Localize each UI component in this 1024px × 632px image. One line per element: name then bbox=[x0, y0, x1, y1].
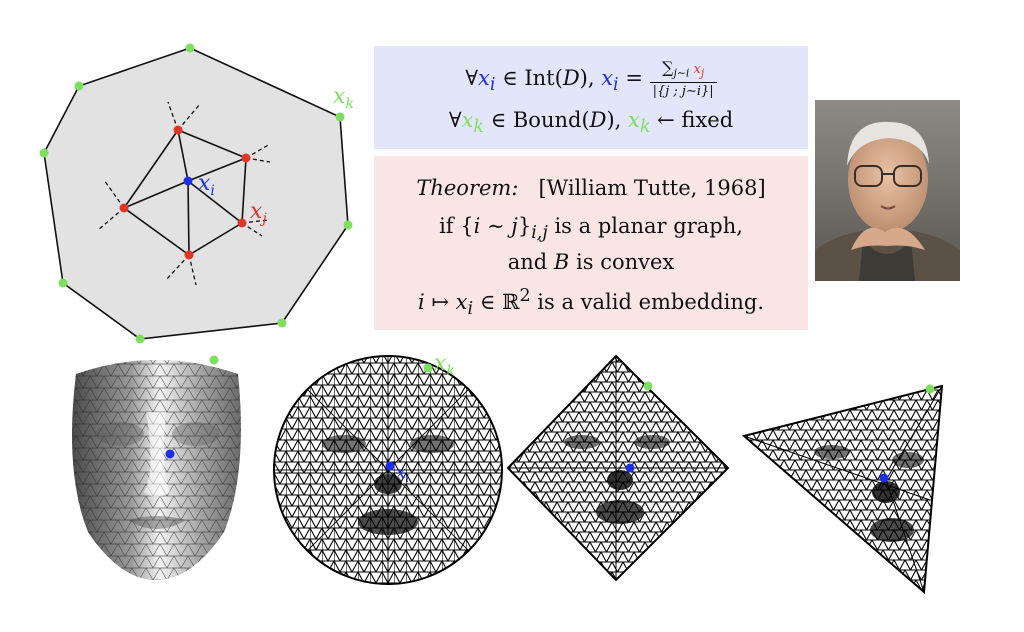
forall-symbol: ∀ bbox=[448, 108, 462, 132]
eq-text: ∈ Bound( bbox=[483, 108, 590, 132]
triangle-boundary-vertex bbox=[925, 384, 935, 394]
3d-face-mesh bbox=[72, 355, 241, 580]
fraction-denominator: |{j ; j∼i}| bbox=[652, 83, 714, 99]
eq-text: ), bbox=[579, 65, 602, 90]
label-xj: xj bbox=[250, 199, 267, 227]
thm-text: and bbox=[507, 250, 554, 274]
num-xsub: j bbox=[700, 66, 705, 80]
equation-box: ∀xi ∈ Int(D), xi = ∑j∼i xj|{j ; j∼i}| ∀x… bbox=[374, 46, 808, 149]
triangle-center-vertex bbox=[879, 473, 889, 483]
graph-diagram: xi xj xk bbox=[39, 43, 354, 344]
label-xk: xk bbox=[333, 84, 354, 112]
label-xi: xi bbox=[198, 171, 215, 199]
eq-sub: i bbox=[613, 74, 619, 95]
eq-arrow-fixed: ← fixed bbox=[650, 108, 734, 132]
disk-label-xi: xi bbox=[396, 463, 409, 485]
graph-edges bbox=[123, 129, 247, 256]
theorem-citation: [William Tutte, 1968] bbox=[538, 176, 766, 200]
thm-text: ∼ bbox=[480, 214, 512, 238]
fraction-numerator: ∑j∼i xj bbox=[649, 58, 717, 83]
average-fraction: ∑j∼i xj|{j ; j∼i}| bbox=[649, 58, 717, 99]
square-parameterization bbox=[506, 354, 730, 582]
eq-x: x bbox=[478, 65, 490, 90]
neighbor-vertices bbox=[119, 125, 251, 260]
thm-var: j bbox=[511, 214, 518, 238]
eq-sub: k bbox=[473, 117, 484, 138]
equation-line-interior: ∀xi ∈ Int(D), xi = ∑j∼i xj|{j ; j∼i}| bbox=[374, 60, 808, 99]
eq-sub: i bbox=[489, 74, 496, 95]
thm-text: ↦ bbox=[424, 290, 456, 314]
thm-text: is convex bbox=[569, 250, 675, 274]
thm-var: x bbox=[455, 290, 468, 314]
disk-boundary-vertex bbox=[423, 363, 433, 373]
thm-text: is a valid embedding. bbox=[530, 290, 765, 314]
theorem-condition-convex: and B is convex bbox=[374, 250, 808, 274]
theorem-conclusion: i ↦ xi ∈ ℝ2 is a valid embedding. bbox=[374, 286, 808, 319]
num-x: x bbox=[693, 62, 701, 77]
theorem-label: Theorem: bbox=[416, 176, 519, 200]
thm-text: ∈ ℝ bbox=[473, 290, 520, 314]
boundary-vertices bbox=[39, 43, 353, 344]
square-boundary-vertex bbox=[643, 381, 653, 391]
thm-sub: i,j bbox=[531, 223, 548, 244]
sum-symbol: ∑ bbox=[662, 58, 674, 77]
sum-sub: j∼i bbox=[673, 66, 690, 80]
thm-var: B bbox=[553, 250, 570, 274]
theorem-condition-planar: if {i ∼ j}i,j is a planar graph, bbox=[374, 214, 808, 243]
thm-sup: 2 bbox=[519, 286, 531, 306]
eq-x: x bbox=[601, 65, 614, 90]
face-center-vertex bbox=[165, 449, 175, 459]
eq-sub: k bbox=[639, 117, 651, 138]
forall-symbol: ∀ bbox=[465, 65, 478, 90]
eq-x: x bbox=[628, 108, 640, 132]
disk-parameterization: xi xk bbox=[273, 352, 503, 585]
equation-line-boundary: ∀xk ∈ Bound(D), xk ← fixed bbox=[374, 108, 808, 137]
disk-center-vertex bbox=[385, 461, 395, 471]
disk-label-xk: xk bbox=[434, 352, 455, 379]
boundary-polygon bbox=[43, 47, 349, 340]
eq-text: ), bbox=[606, 108, 629, 132]
thm-text: is a planar graph, bbox=[547, 214, 743, 238]
thm-text: if { bbox=[439, 214, 474, 238]
thm-text: } bbox=[517, 214, 532, 238]
square-center-vertex bbox=[625, 463, 635, 473]
triangle-parameterization bbox=[741, 384, 944, 594]
center-vertex bbox=[183, 176, 193, 186]
thm-var: i bbox=[473, 214, 481, 238]
thm-var: i bbox=[417, 290, 425, 314]
theorem-box: Theorem: [William Tutte, 1968] if {i ∼ j… bbox=[374, 156, 808, 330]
theorem-heading: Theorem: [William Tutte, 1968] bbox=[374, 176, 808, 200]
eq-x: x bbox=[461, 108, 474, 132]
eq-D: D bbox=[589, 108, 607, 132]
thm-sub: i bbox=[467, 299, 474, 320]
eq-text: ∈ Int( bbox=[495, 65, 563, 90]
face-boundary-vertex bbox=[209, 355, 219, 365]
eq-equals: = bbox=[618, 65, 650, 90]
portrait-photo bbox=[815, 100, 960, 281]
eq-D: D bbox=[562, 65, 580, 90]
